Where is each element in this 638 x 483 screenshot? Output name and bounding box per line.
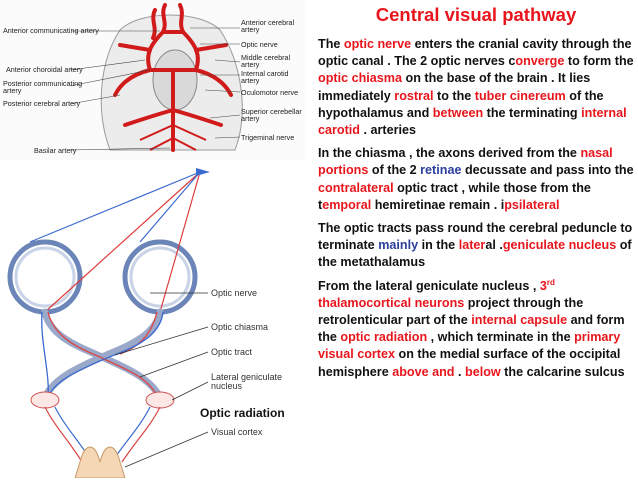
text-run: From the lateral geniculate nucleus , [318,278,540,293]
label-optic-nerve: Optic nerve [211,288,258,298]
label-posterior-communicating-artery: Posterior communicating artery [3,79,83,96]
text-run: project through the retrolenticular part… [318,295,584,328]
label-internal-carotid-artery: Internal carotid artery [241,69,289,86]
label-oculomotor-nerve: Oculomotor nerve [241,88,299,97]
text-run: retinae [420,163,462,178]
text-run: rostral [394,88,434,103]
text-run: onverge [515,54,565,69]
body-text: The optic nerve enters the cranial cavit… [318,36,636,387]
label-nucleus: nucleus [211,381,243,391]
text-run: enters the cranial cavity through the op… [318,37,632,69]
text-run: the calcarine sulcus [500,364,625,379]
brain-base-arteries-figure: Anterior communicating artery Anterior c… [0,0,306,160]
text-run: optic nerve [343,37,412,51]
text-run: optic radiation [340,330,428,345]
text-run: . arteries [360,123,417,138]
text-run: 3 [539,278,547,293]
text-run: the terminating [483,105,582,120]
text-run: above and [392,364,455,379]
label-middle-cerebral-artery: Middle cerebral artery [241,53,291,70]
label-optic-radiation: Optic radiation [200,406,285,420]
text-run: thalamocortical neurons [318,295,465,310]
label-trigeminal-nerve: Trigeminal nerve [241,133,295,142]
visual-pathway-drawing [7,168,210,479]
label-basilar-artery: Basilar artery [34,146,77,155]
text-run: psilateral [504,197,560,212]
text-run: hemiretinae remain . i [371,197,505,212]
paragraph-chiasma: In the chiasma , the axons derived from … [318,145,636,214]
text-run: to the [433,88,475,103]
text-run: to form the [564,54,634,69]
text-run: al . [485,238,503,253]
text-run: on the base of the brain . It lies immed… [318,71,591,103]
paragraph-optic-tracts: The optic tracts pass round the cerebral… [318,220,636,272]
visual-pathway-figure: Optic nerve Optic chiasma Optic tract La… [0,162,306,479]
label-posterior-cerebral-artery: Posterior cerebral artery [3,99,81,108]
text-run: In the chiasma , the axons derived from … [318,146,581,161]
text-run: contralateral [318,180,394,195]
text-run: and form the [318,313,625,345]
text-run: geniculate nucleus [502,238,617,253]
text-run: rd [546,277,555,287]
text-run: below [465,364,501,379]
label-optic-tract: Optic tract [211,347,253,357]
label-visual-cortex: Visual cortex [211,427,263,437]
text-run: emporal [322,197,372,212]
text-run: The [318,37,344,51]
text-run: optic tract , while those from the t [318,180,591,212]
label-anterior-choroidal-artery: Anterior choroidal artery [6,65,83,74]
label-superior-cerebellar-artery: Superior cerebellar artery [241,107,302,124]
text-run: nasal portions [318,146,613,178]
label-anterior-communicating-artery: Anterior communicating artery [3,26,99,35]
text-run: decussate and pass into the [461,163,634,178]
text-run: optic chiasma [318,71,402,86]
text-run: of the metathalamus [318,238,632,270]
page-title: Central visual pathway [375,4,577,25]
text-run: internal capsule [471,313,568,328]
text-run: between [432,105,484,120]
label-anterior-cerebral-artery: Anterior cerebral artery [241,18,295,35]
text-run: later [458,238,486,253]
text-run: , which terminate in the [427,330,575,345]
label-optic-chiasma: Optic chiasma [211,322,269,332]
text-run: of the hypothalamus and [318,88,604,120]
text-run: The optic tracts pass round the cerebral… [318,221,633,253]
label-lateral-geniculate: Lateral geniculate [211,372,283,382]
text-run: internal carotid [318,105,627,138]
text-run: in the [418,238,459,253]
text-run: primary visual cortex [318,330,621,362]
text-run: on the medial surface of the occipital h… [318,347,621,379]
label-optic-nerve-top: Optic nerve [241,40,278,49]
circle-of-willis-drawing [69,3,243,152]
text-run: mainly [378,238,419,253]
paragraph-optic-nerve: The optic nerve enters the cranial cavit… [318,36,636,139]
text-run: of the 2 [368,163,421,178]
text-run: tuber cinereum [474,88,566,103]
text-run: . [454,364,465,379]
paragraph-thalamocortical: From the lateral geniculate nucleus , 3r… [318,278,636,381]
